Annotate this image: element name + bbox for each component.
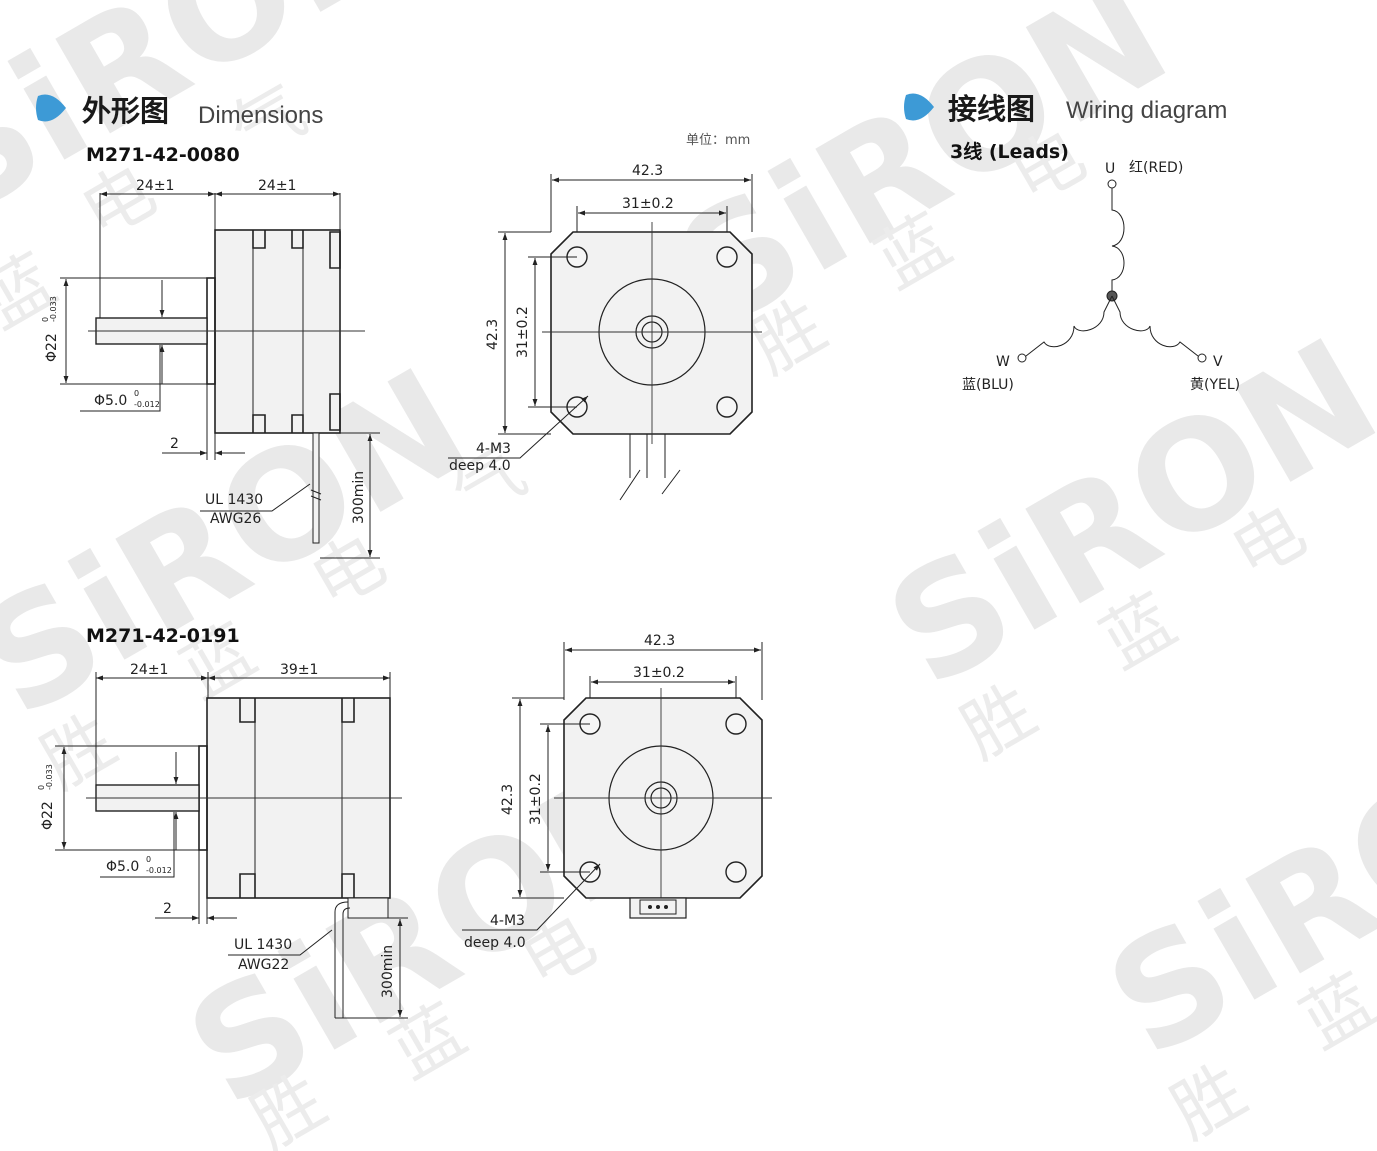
terminal-w (1017, 353, 1027, 363)
wire-w-label: W (996, 354, 1010, 370)
motor1-cable-ul: UL 1430 (205, 492, 263, 508)
wire-v-label: V (1213, 354, 1223, 370)
motor1-pilot-dia: Φ22 (44, 333, 60, 362)
dimensions-title-cn: 外形图 (82, 94, 169, 128)
motor2-pilot-depth: 2 (163, 901, 172, 917)
motor2-front-view: 42.3 31±0.2 42.3 31±0.2 4-M3 deep 4.0 (462, 633, 772, 951)
motor1-face-height: 42.3 (485, 319, 501, 350)
wiring-title-en: Wiring diagram (1066, 97, 1227, 124)
motor1-cable-length: 300min (351, 471, 367, 524)
leads-label: 3线 (Leads) (950, 140, 1069, 163)
motor2-shaft-length: 24±1 (130, 662, 168, 678)
motor1-side-view: M271-42-0080 24±1 24±1 Φ22 0 -0.033 (41, 144, 380, 559)
dimensions-title-en: Dimensions (198, 102, 323, 129)
motor1-pilot-tol-upper: 0 (41, 317, 50, 322)
dimensions-header: 外形图 Dimensions (36, 94, 323, 129)
motor2-hole-depth: deep 4.0 (464, 935, 526, 951)
wire-v-color: 黄(YEL) (1190, 376, 1240, 393)
motor2-cable-ul: UL 1430 (234, 937, 292, 953)
motor1-body-length: 24±1 (258, 178, 296, 194)
motor2-cable-length: 300min (380, 945, 396, 998)
motor1-front-view: 42.3 31±0.2 42.3 31±0.2 4-M3 deep 4.0 (448, 163, 762, 501)
motor2-hole-spacing-v: 31±0.2 (528, 773, 544, 825)
motor2-pilot-dia: Φ22 (40, 801, 56, 830)
motor2-pilot-tol-upper: 0 (37, 785, 46, 790)
motor2-body-length: 39±1 (280, 662, 318, 678)
motor2-face-width: 42.3 (644, 633, 675, 649)
motor1-cable-awg: AWG26 (210, 511, 261, 527)
motor1-hole-spacing-v: 31±0.2 (515, 306, 531, 358)
motor1-shaft-tol-lower: -0.012 (134, 400, 160, 409)
motor1-hole-depth: deep 4.0 (449, 458, 511, 474)
motor1-shaft-tol-upper: 0 (134, 389, 139, 398)
motor2-model: M271-42-0191 (86, 625, 240, 647)
bullet-icon (904, 93, 934, 121)
wiring-diagram: U 红(RED) W 蓝(BLU) V 黄(YEL) (962, 160, 1240, 393)
unit-label: 单位：mm (686, 133, 750, 148)
terminal-u (1107, 179, 1117, 189)
motor1-shaft-length: 24±1 (136, 178, 174, 194)
motor1-face-width: 42.3 (632, 163, 663, 179)
watermark-char: 蓝 (0, 239, 69, 345)
motor2-holes: 4-M3 (490, 913, 525, 929)
motor2-side-view: M271-42-0191 24±1 39±1 Φ22 0 -0.033 Φ5.0… (37, 625, 408, 1019)
motor2-shaft-tol-lower: -0.012 (146, 866, 172, 875)
wire-w-color: 蓝(BLU) (962, 377, 1014, 393)
motor1-holes: 4-M3 (476, 441, 511, 457)
motor1-hole-spacing: 31±0.2 (622, 196, 674, 212)
terminal-v (1197, 353, 1207, 363)
motor1-pilot-depth: 2 (170, 436, 179, 452)
motor2-cable-awg: AWG22 (238, 957, 289, 973)
motor1-model: M271-42-0080 (86, 144, 240, 166)
wire-u-label: U (1105, 161, 1115, 177)
motor2-shaft-dia: Φ5.0 (106, 859, 139, 875)
motor1-pilot-tol-lower: -0.033 (49, 296, 58, 322)
bullet-icon (36, 94, 66, 122)
wire-u-color: 红(RED) (1129, 160, 1183, 176)
motor2-pilot-tol-lower: -0.033 (45, 764, 54, 790)
motor1-shaft-dia: Φ5.0 (94, 393, 127, 409)
motor2-face-height: 42.3 (500, 784, 516, 815)
wiring-header: 接线图 Wiring diagram (904, 92, 1227, 126)
wiring-title-cn: 接线图 (948, 92, 1035, 126)
motor2-shaft-tol-upper: 0 (146, 855, 151, 864)
motor2-hole-spacing: 31±0.2 (633, 665, 685, 681)
